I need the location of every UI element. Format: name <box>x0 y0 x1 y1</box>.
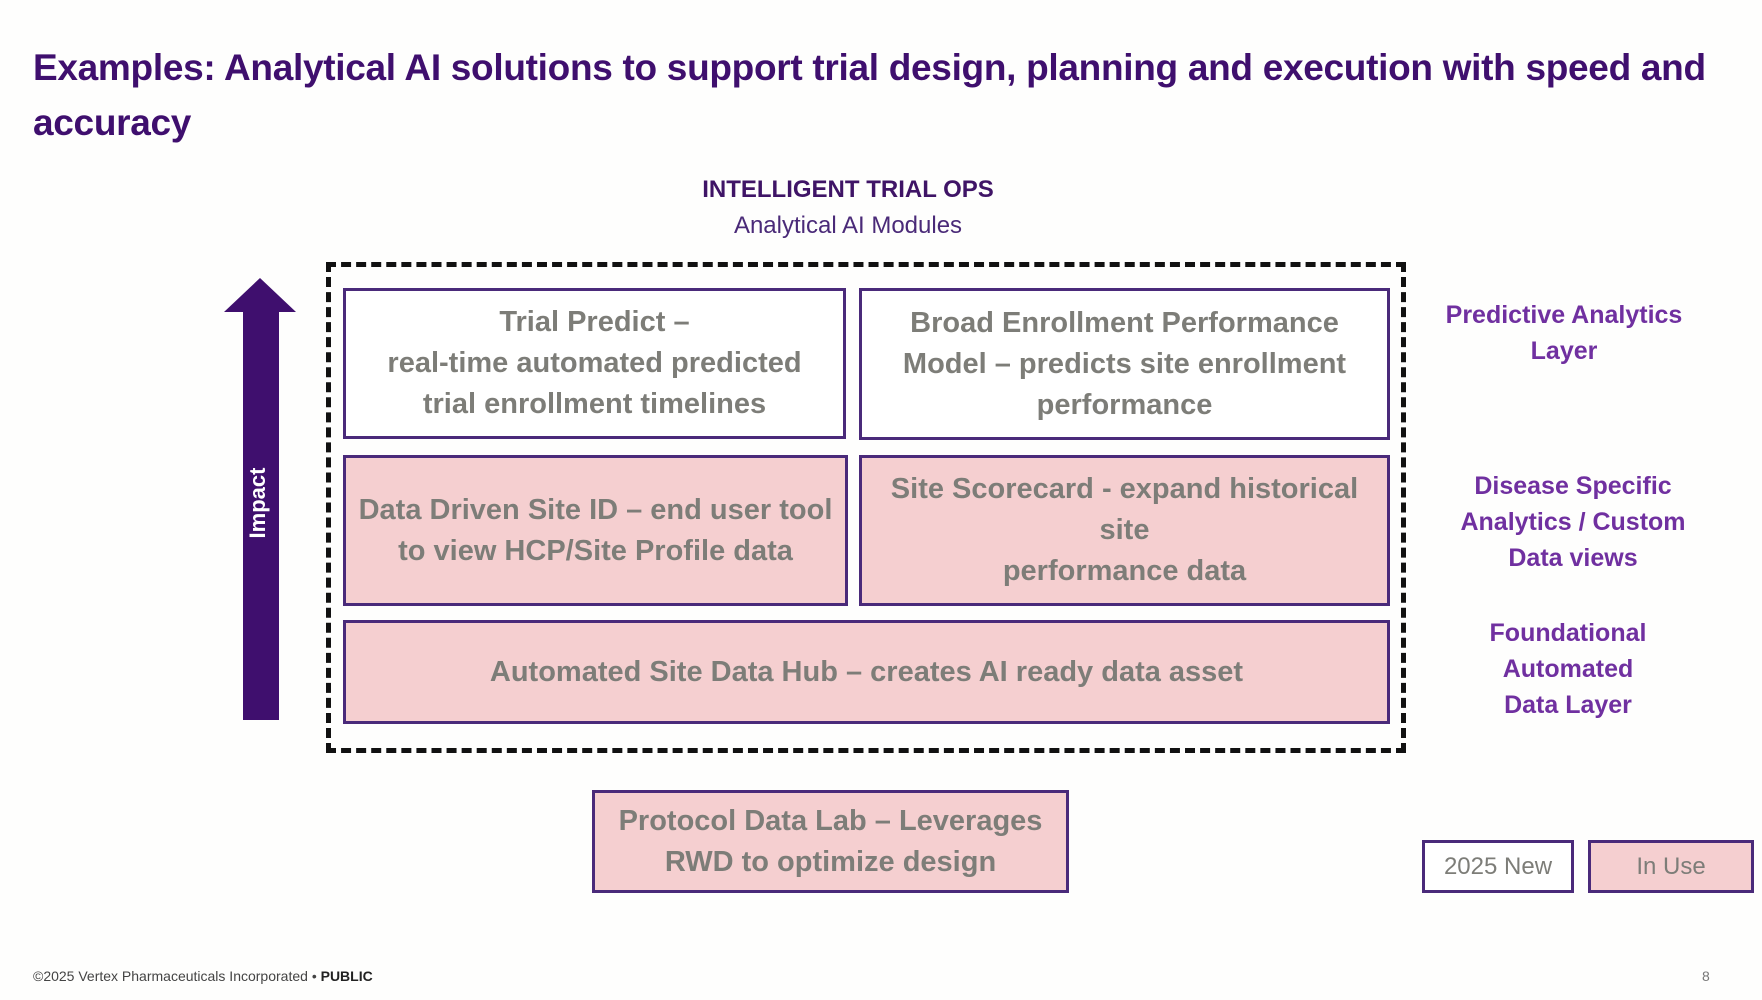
module-line: Site Scorecard - expand historical site <box>890 473 1359 546</box>
layer-line: Disease Specific <box>1474 472 1672 500</box>
layer-line: Foundational <box>1489 619 1647 647</box>
layer-label-foundational: Foundational Automated Data Layer <box>1418 615 1718 723</box>
legend-in-use: In Use <box>1588 840 1754 893</box>
module-line: to view HCP/Site Profile data <box>398 534 793 567</box>
layer-line: Automated <box>1502 655 1634 683</box>
layer-line: Layer <box>1530 337 1598 365</box>
layer-line: Data Layer <box>1504 691 1632 719</box>
diagram-header-title: INTELLIGENT TRIAL OPS <box>702 176 994 203</box>
module-line: Trial Predict – <box>499 306 690 338</box>
module-protocol-data-lab: Protocol Data Lab – Leverages RWD to opt… <box>592 790 1069 893</box>
impact-axis-label: Impact <box>245 467 270 539</box>
layer-line: Predictive Analytics <box>1445 301 1683 329</box>
slide-title: Examples: Analytical AI solutions to sup… <box>33 47 1706 143</box>
module-line: Data Driven Site ID – end user tool <box>358 493 833 526</box>
footer-classification: PUBLIC <box>320 968 373 984</box>
footer-separator: • <box>311 968 317 984</box>
footer-copyright: ©2025 Vertex Pharmaceuticals Incorporate… <box>33 968 308 984</box>
arrow-up-icon <box>224 278 296 720</box>
module-line: Protocol Data Lab – Leverages <box>618 804 1043 837</box>
module-site-scorecard: Site Scorecard - expand historical site … <box>859 455 1390 606</box>
module-line: performance <box>1036 388 1213 421</box>
intelligent-trial-ops-boundary <box>326 262 1406 753</box>
module-line: RWD to optimize design <box>664 845 997 878</box>
module-data-driven-site-id: Data Driven Site ID – end user tool to v… <box>343 455 848 606</box>
module-line: Automated Site Data Hub – creates AI rea… <box>489 655 1244 688</box>
layer-label-predictive: Predictive Analytics Layer <box>1414 297 1714 369</box>
impact-arrow-head <box>224 278 296 720</box>
layer-label-disease-specific: Disease Specific Analytics / Custom Data… <box>1423 468 1723 576</box>
module-automated-site-data-hub: Automated Site Data Hub – creates AI rea… <box>343 620 1390 724</box>
layer-line: Analytics / Custom <box>1460 508 1686 536</box>
footer: ©2025 Vertex Pharmaceuticals Incorporate… <box>33 968 373 984</box>
module-line: Broad Enrollment Performance <box>910 306 1339 339</box>
module-line: real-time automated predicted <box>387 347 802 379</box>
module-line: trial enrollment timelines <box>422 388 767 420</box>
diagram-header-subtitle: Analytical AI Modules <box>733 212 963 239</box>
module-line: performance data <box>1002 555 1247 587</box>
page-number: 8 <box>1702 968 1710 984</box>
layer-line: Data views <box>1508 544 1638 572</box>
module-line: Model – predicts site enrollment <box>902 347 1347 380</box>
module-broad-enrollment: Broad Enrollment Performance Model – pre… <box>859 288 1390 440</box>
module-trial-predict: Trial Predict – real-time automated pred… <box>343 288 846 439</box>
legend-2025-new: 2025 New <box>1422 840 1574 893</box>
